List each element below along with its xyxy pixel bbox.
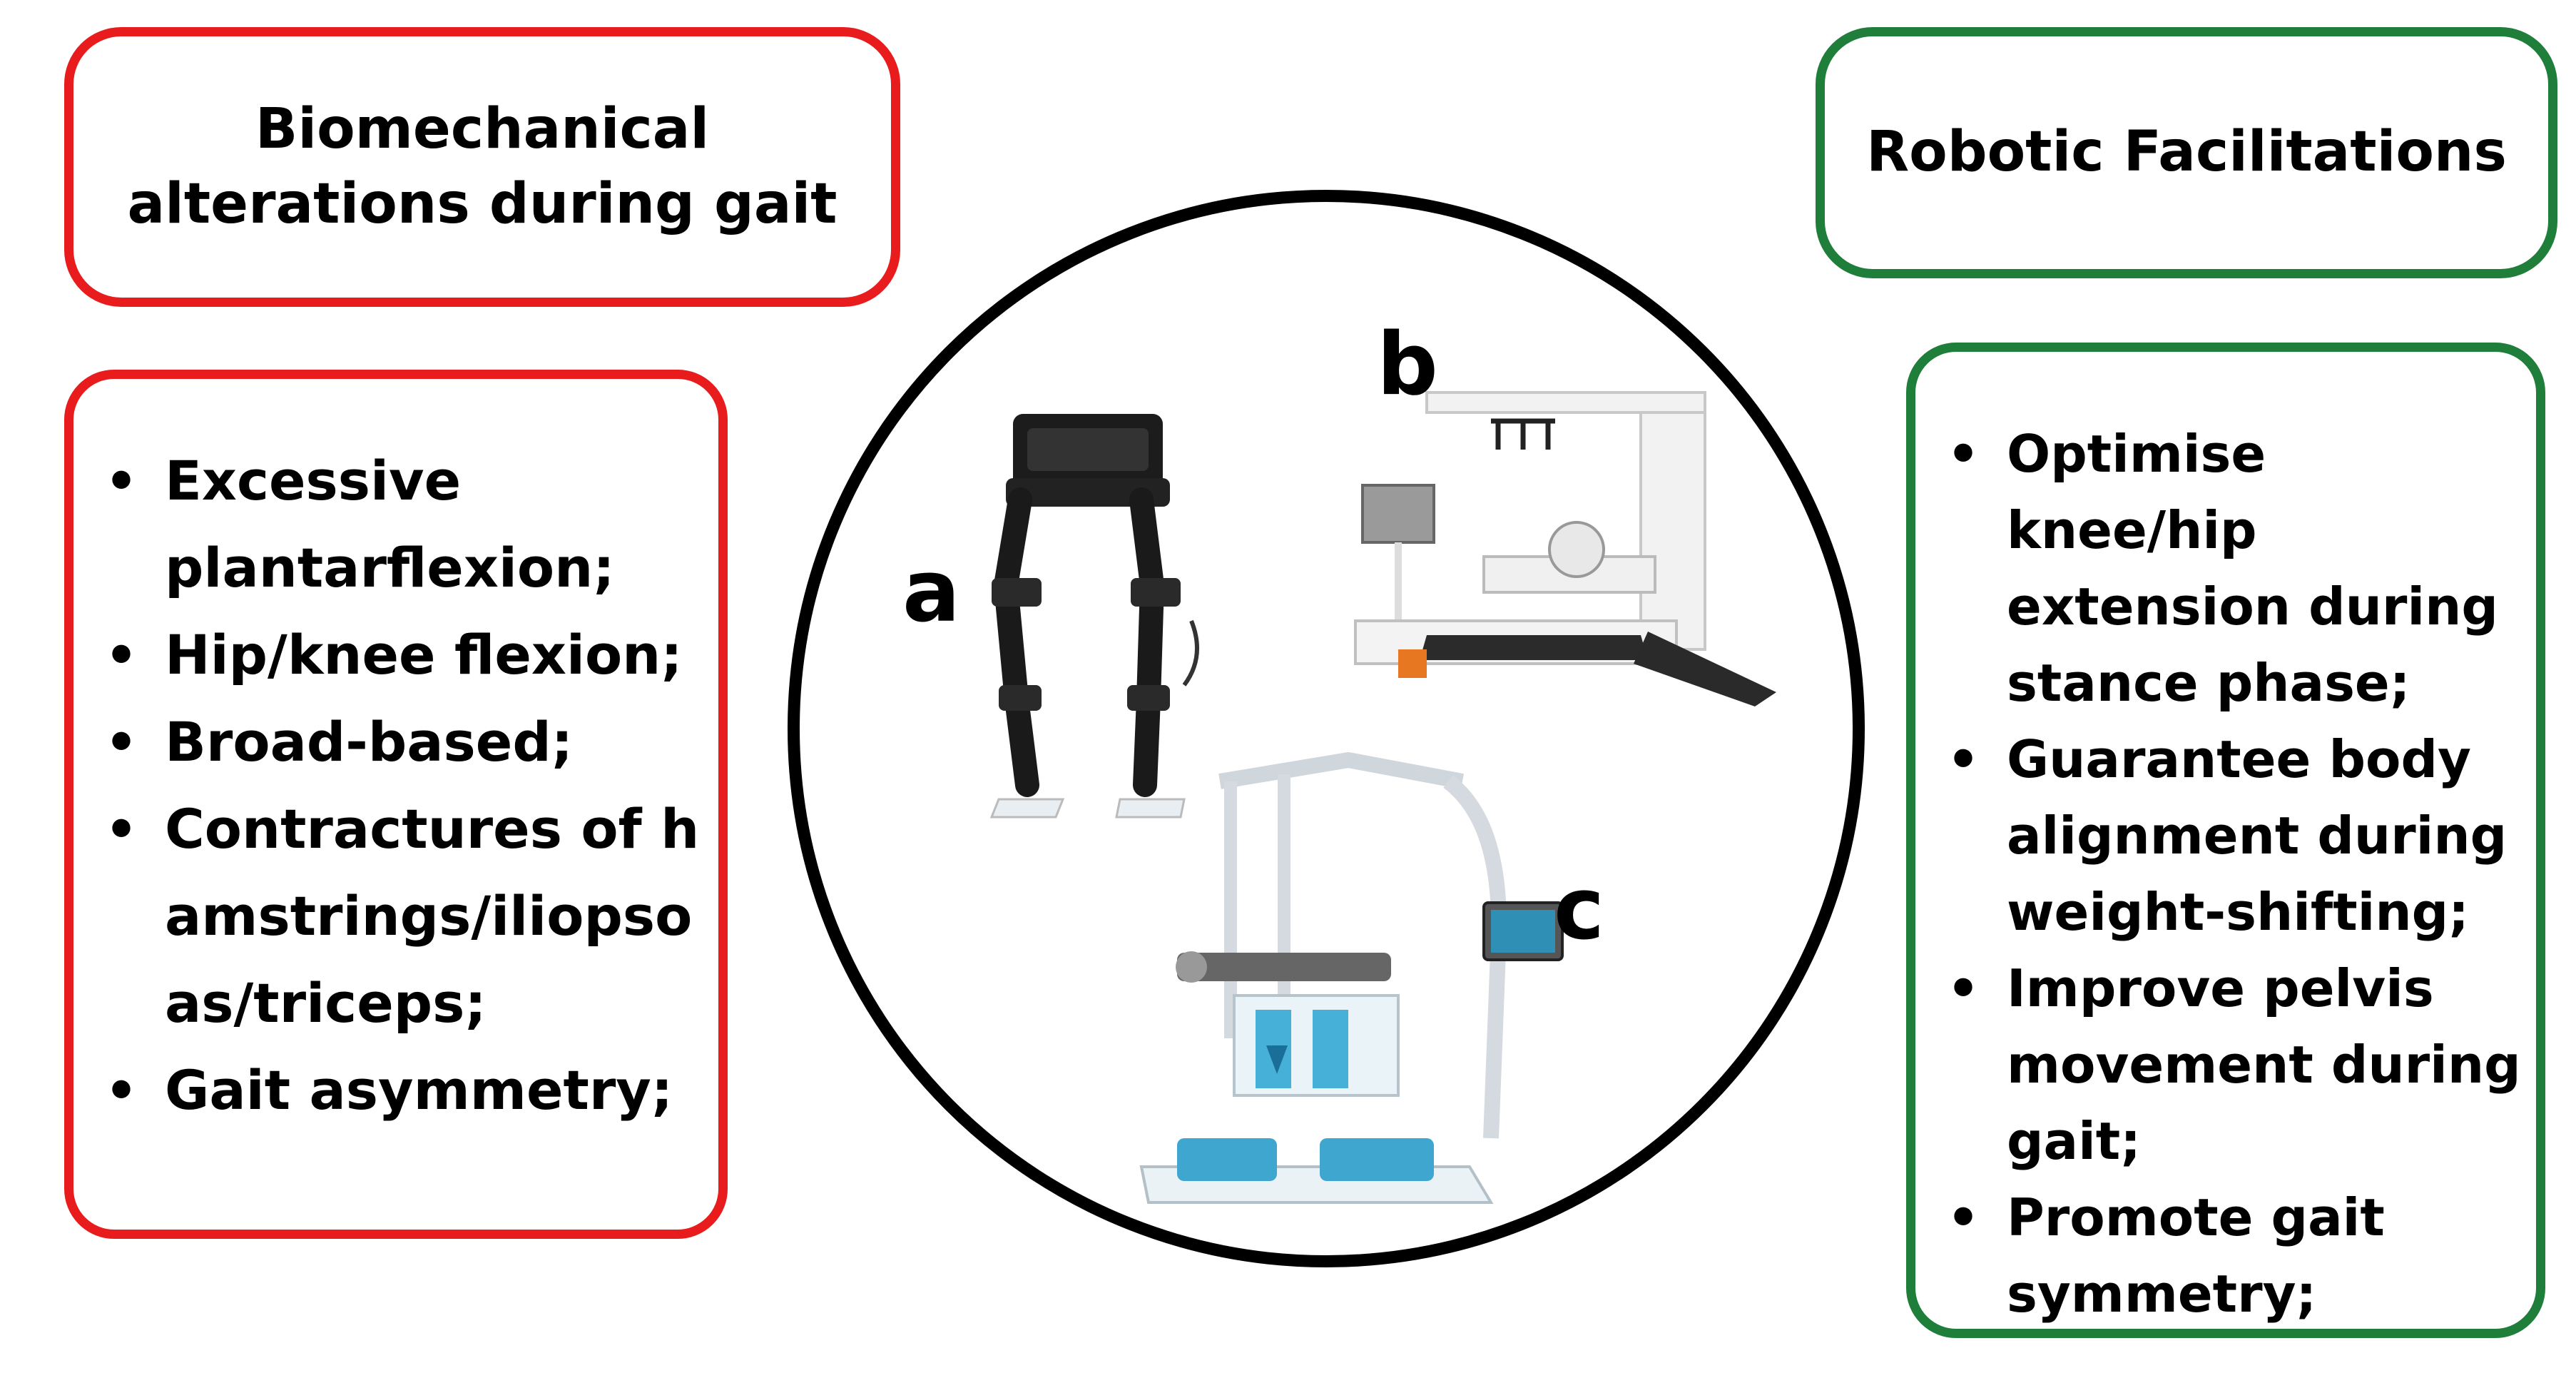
treadmill-device-image: [1354, 391, 1776, 706]
left-title-box: Biomechanical alterations during gait: [64, 27, 900, 307]
label-b: b: [1377, 315, 1438, 415]
left-item-3: Broad-based;: [73, 699, 730, 786]
right-item-2: Guarantee body alignment during weight-s…: [1915, 721, 2535, 951]
left-title: Biomechanical alterations during gait: [127, 96, 838, 236]
left-item-4: Contractures of hamstrings/iliopsoas/tri…: [73, 786, 707, 1047]
left-item-2: Hip/knee flexion;: [73, 612, 730, 699]
exoskeleton-image: [989, 414, 1199, 819]
right-item-1: Optimise knee/hip extension during stanc…: [1915, 416, 2506, 721]
right-title-box: Robotic Facilitations: [1816, 27, 2557, 278]
right-list-box: Optimise knee/hip extension during stanc…: [1906, 343, 2545, 1338]
left-item-1: Excessive plantarflexion;: [73, 437, 615, 612]
right-item-4: Promote gait symmetry;: [1915, 1180, 2406, 1332]
label-c: c: [1554, 860, 1605, 959]
label-a: a: [902, 542, 960, 642]
gait-trainer-image: [1139, 751, 1564, 1204]
left-bullet-list: Excessive plantarflexion; Hip/knee flexi…: [73, 437, 730, 1134]
right-bullet-list: Optimise knee/hip extension during stanc…: [1915, 416, 2550, 1332]
left-list-box: Excessive plantarflexion; Hip/knee flexi…: [64, 370, 728, 1239]
right-item-3: Improve pelvis movement during gait;: [1915, 951, 2542, 1180]
left-item-5: Gait asymmetry;: [73, 1047, 730, 1134]
right-title: Robotic Facilitations: [1866, 120, 2507, 185]
